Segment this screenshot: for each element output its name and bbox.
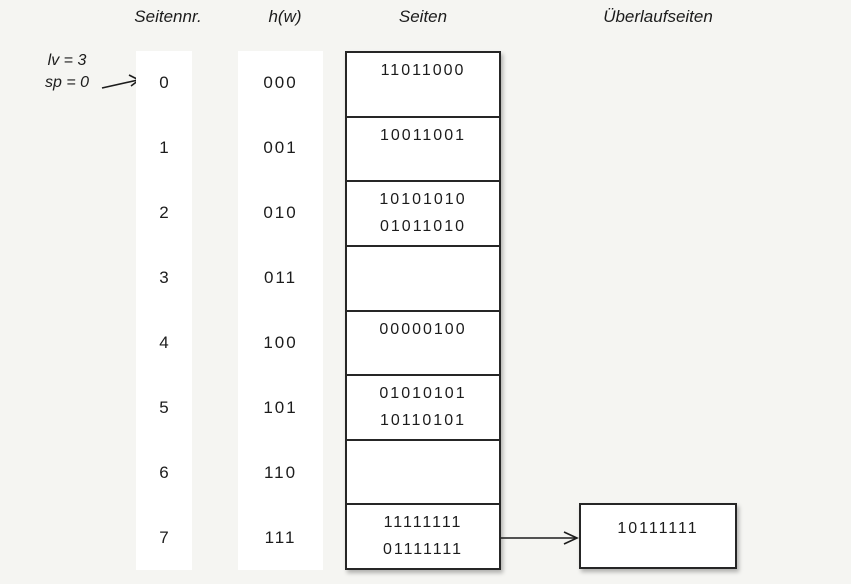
hash-value: 011 xyxy=(263,268,298,288)
page-cell-0: 11011000 xyxy=(347,53,499,118)
page-number: 3 xyxy=(159,268,169,288)
hash-value: 001 xyxy=(263,138,298,158)
pages-table: 11011000 10011001 10101010 01011010 0000… xyxy=(345,51,501,570)
record-value: 01011010 xyxy=(380,218,466,236)
page-number: 1 xyxy=(159,138,169,158)
hash-value: 111 xyxy=(264,527,297,547)
page-number: 4 xyxy=(159,332,169,352)
column-header-page-number: Seitennr. xyxy=(134,7,202,26)
record-value: 10110101 xyxy=(380,412,466,430)
page-number: 0 xyxy=(159,73,169,93)
split-pointer-value: sp = 0 xyxy=(44,74,90,91)
level-value: lv = 3 xyxy=(47,52,87,69)
record-value: 01111111 xyxy=(382,541,464,559)
column-header-overflow-pages: Überlaufseiten xyxy=(603,7,713,26)
state-annotation: lv = 3 sp = 0 xyxy=(24,50,110,94)
hash-value: 100 xyxy=(263,332,298,352)
record-value: 01010101 xyxy=(379,385,467,403)
hash-value: 101 xyxy=(263,397,298,417)
page-cell-6 xyxy=(347,441,499,506)
page-cell-5: 01010101 10110101 xyxy=(347,376,499,441)
overflow-page-box: 10111111 xyxy=(579,503,737,569)
page-cell-4: 00000100 xyxy=(347,312,499,377)
page-number: 2 xyxy=(159,203,169,223)
hash-value-column: 000 001 010 011 100 101 110 111 xyxy=(238,51,323,570)
page-number-column: 0 1 2 3 4 5 6 7 xyxy=(136,51,192,570)
hash-value: 000 xyxy=(263,73,298,93)
column-header-pages: Seiten xyxy=(398,7,448,26)
record-value: 10101010 xyxy=(379,191,467,209)
hash-value: 110 xyxy=(263,462,298,482)
overflow-record-value: 10111111 xyxy=(617,520,699,537)
page-cell-3 xyxy=(347,247,499,312)
page-cell-2: 10101010 01011010 xyxy=(347,182,499,247)
page-number: 7 xyxy=(159,527,169,547)
overflow-link-arrow xyxy=(501,531,579,545)
record-value: 11111111 xyxy=(383,514,463,532)
record-value: 11011000 xyxy=(380,62,466,79)
page-number: 6 xyxy=(159,462,169,482)
page-number: 5 xyxy=(159,397,169,417)
record-value: 00000100 xyxy=(379,320,467,338)
record-value: 10011001 xyxy=(380,126,466,144)
page-cell-7: 11111111 01111111 xyxy=(347,505,499,568)
page-cell-1: 10011001 xyxy=(347,118,499,183)
column-header-hash-function: h(w) xyxy=(268,7,302,26)
hash-value: 010 xyxy=(263,203,298,223)
